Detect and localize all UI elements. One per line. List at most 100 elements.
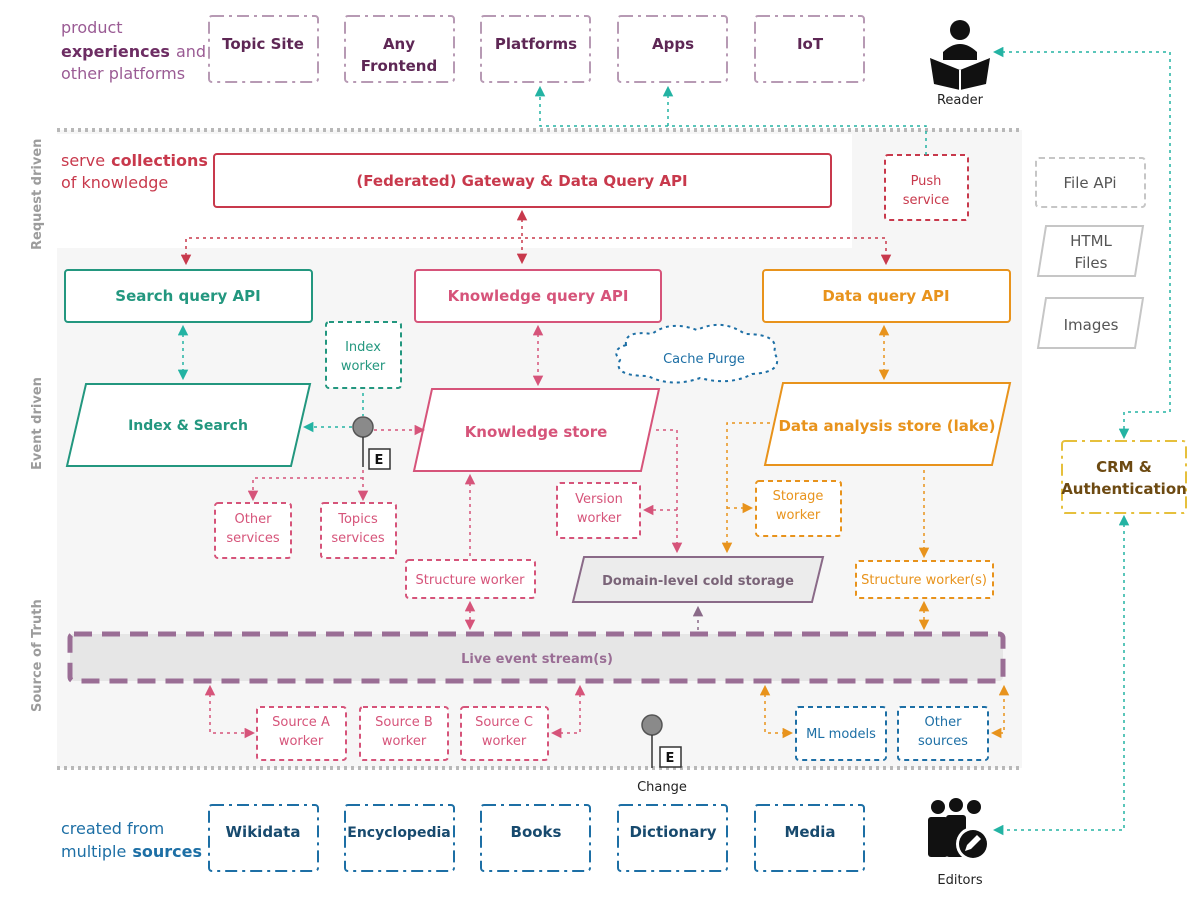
source-encyclopedia-label: Encyclopedia (347, 825, 450, 841)
data-lake-label: Data analysis store (lake) (778, 417, 995, 435)
crm-label-1: CRM & (1096, 458, 1152, 476)
search-query-api-label: Search query API (115, 287, 260, 305)
crm-editors-connector (992, 514, 1130, 836)
editors-icon (928, 798, 990, 861)
caption-serve-emphasis: collections (111, 151, 208, 170)
source-b-worker-label-1: Source B (375, 715, 433, 730)
reader-label: Reader (937, 93, 984, 108)
product-apps-box (617, 15, 728, 83)
structure-worker-label: Structure worker (416, 573, 526, 588)
index-event-marker (352, 416, 391, 470)
reader-crm-connector (992, 46, 1171, 440)
structure-worker-box (405, 559, 536, 599)
source-b-worker-label-2: worker (382, 734, 427, 749)
source-c-stream-connector (550, 684, 586, 739)
cache-purge-cloud (615, 323, 779, 384)
caption-bottom-line1: created from (61, 819, 164, 838)
source-c-worker-box (460, 706, 549, 761)
change-label: Change (637, 780, 687, 795)
html-files-label-2: Files (1075, 254, 1108, 272)
knowledge-query-api-box (414, 269, 662, 323)
storage-worker-box (755, 480, 842, 537)
knowledge-query-api-label: Knowledge query API (448, 287, 629, 305)
version-worker-label-1: Version (575, 492, 623, 507)
live-event-stream (67, 631, 1006, 684)
index-event-tag: E (375, 453, 384, 468)
structure-workers-label: Structure worker(s) (861, 573, 987, 588)
index-worker-label-2: worker (341, 359, 386, 374)
change-event-tag: E (666, 751, 675, 766)
other-sources-box (897, 706, 989, 761)
product-any-frontend-label-2: Frontend (361, 57, 437, 75)
live-event-stream-label: Live event stream(s) (461, 652, 613, 667)
connectors (177, 46, 1171, 836)
source-wikidata-label: Wikidata (226, 823, 301, 841)
reader-icon (930, 20, 990, 90)
source-media-box (754, 804, 865, 872)
source-books-label: Books (511, 823, 562, 841)
product-iot-box (754, 15, 865, 83)
source-wikidata-box (208, 804, 319, 872)
push-service-label-2: service (903, 193, 950, 208)
caption-bottom-emphasis: sources (132, 842, 202, 861)
product-platforms-label: Platforms (495, 35, 577, 53)
knowledge-to-cold-connector (656, 429, 683, 554)
caption-top-emphasis: experiences (61, 42, 170, 61)
html-files-label-1: HTML (1070, 232, 1112, 250)
other-services-label-1: Other (235, 512, 273, 527)
caption-serve-line2: of knowledge (61, 173, 168, 192)
source-c-worker-label-2: worker (482, 734, 527, 749)
marker-to-other-services-connector (247, 477, 363, 502)
ml-stream-connector (759, 684, 794, 739)
other-sources-label-2: sources (918, 734, 968, 749)
source-b-worker-box (359, 706, 449, 761)
gateway-label: (Federated) Gateway & Data Query API (356, 172, 687, 190)
push-service-label-1: Push (911, 174, 942, 189)
source-a-worker-box (256, 706, 347, 761)
caption-top-and: and (176, 42, 206, 61)
side-label-request: Request driven (30, 139, 45, 250)
editors-label: Editors (937, 873, 982, 888)
source-dictionary-label: Dictionary (629, 823, 716, 841)
side-label-truth: Source of Truth (30, 599, 45, 712)
source-c-worker-label-1: Source C (475, 715, 533, 730)
product-any-frontend-box (344, 15, 455, 83)
index-worker-label-1: Index (345, 340, 381, 355)
topics-services-label-2: services (331, 531, 385, 546)
product-any-frontend-label-1: Any (383, 35, 415, 53)
caption-serve-prefix: serve (61, 151, 105, 170)
caption-top-line3: other platforms (61, 64, 185, 83)
structure-workers-box (855, 560, 994, 599)
storage-worker-label-1: Storage (773, 489, 824, 504)
worker-boxes: Index worker Other services Topics servi… (214, 321, 994, 761)
caption-serve-line1: serve collections (61, 151, 208, 170)
data-lake-store (763, 382, 1012, 466)
gateway-apis-connector (180, 237, 892, 266)
product-boxes: Topic Site Any Frontend Platforms Apps I… (208, 15, 865, 83)
file-api-label: File APi (1063, 174, 1116, 192)
source-dictionary-box (617, 804, 728, 872)
knowledge-store-label: Knowledge store (465, 423, 608, 441)
other-services-label-2: services (226, 531, 280, 546)
index-worker-box (325, 321, 402, 389)
index-search-store (65, 383, 312, 467)
product-iot-label: IoT (797, 35, 824, 53)
index-search-label: Index & Search (128, 418, 248, 434)
source-books-box (480, 804, 591, 872)
cache-purge-label: Cache Purge (663, 352, 745, 367)
source-media-label: Media (784, 823, 835, 841)
product-apps-label: Apps (652, 35, 694, 53)
push-to-platforms-connector (534, 85, 927, 155)
knowledge-store (412, 388, 661, 472)
version-worker-box (556, 482, 641, 539)
version-worker-label-2: worker (577, 511, 622, 526)
product-platforms-box (480, 15, 591, 83)
caption-top-line2: experiences and (61, 42, 206, 61)
images-label: Images (1064, 316, 1119, 334)
crm-box (1061, 440, 1187, 514)
source-encyclopedia-box (344, 804, 455, 872)
side-label-event: Event driven (30, 377, 45, 470)
gateway-box (213, 153, 832, 208)
